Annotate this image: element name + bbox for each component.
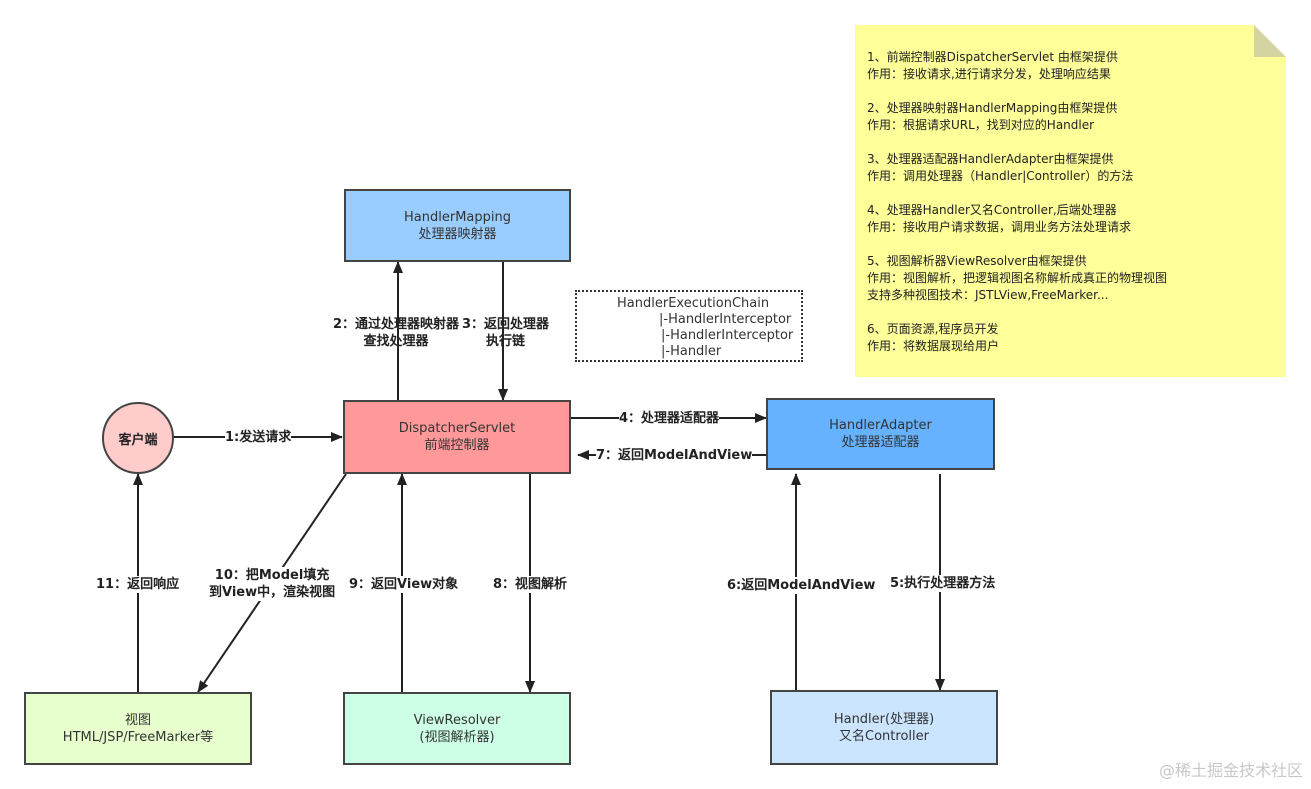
- handler-mapping-node[interactable]: HandlerMapping 处理器映射器: [344, 189, 571, 262]
- handler-adapter-title: HandlerAdapter: [829, 418, 932, 433]
- edge-label-8: 8：视图解析: [493, 576, 568, 593]
- chain-title: HandlerExecutionChain: [617, 296, 770, 311]
- view-resolver-node[interactable]: ViewResolver (视图解析器): [343, 692, 571, 765]
- handler-mapping-subtitle: 处理器映射器: [418, 226, 497, 242]
- edge-label-4: 4：处理器适配器: [619, 410, 720, 427]
- note-fold-corner: [1254, 25, 1286, 57]
- edge-label-5: 5:执行处理器方法: [890, 575, 996, 592]
- legend-line: 作用：调用处理器（Handler|Controller）的方法: [867, 169, 1134, 183]
- edge-label-2-line1: 2：通过处理器映射器: [333, 317, 460, 332]
- chain-item: |-HandlerInterceptor: [661, 328, 794, 343]
- view-subtitle: HTML/JSP/FreeMarker等: [62, 729, 214, 745]
- view-node[interactable]: 视图 HTML/JSP/FreeMarker等: [24, 692, 252, 765]
- edge-label-3-line1: 3：返回处理器: [462, 317, 550, 332]
- view-title: 视图: [124, 712, 151, 728]
- dispatcher-servlet-title: DispatcherServlet: [398, 421, 516, 436]
- view-resolver-title: ViewResolver: [413, 712, 501, 728]
- legend-line: 1、前端控制器DispatcherServlet 由框架提供: [867, 50, 1118, 64]
- watermark: @稀土掘金技术社区: [1158, 761, 1303, 780]
- handler-node[interactable]: Handler(处理器) 又名Controller: [770, 690, 998, 765]
- legend-line: 5、视图解析器ViewResolver由框架提供: [867, 254, 1087, 268]
- legend-note: 1、前端控制器DispatcherServlet 由框架提供作用：接收请求,进行…: [855, 25, 1286, 377]
- handler-adapter-subtitle: 处理器适配器: [841, 435, 920, 450]
- edge-label-2: 2：通过处理器映射器 查找处理器: [333, 316, 459, 350]
- legend-line: 作用：视图解析，把逻辑视图名称解析成真正的物理视图: [867, 271, 1168, 285]
- legend-line: 支持多种视图技术：JSTLView,FreeMarker...: [867, 288, 1109, 302]
- edge-label-6: 6:返回ModelAndView: [727, 577, 876, 594]
- legend-line: 作用：根据请求URL，找到对应的Handler: [867, 118, 1095, 132]
- legend-line: 2、处理器映射器HandlerMapping由框架提供: [867, 101, 1118, 115]
- edge-label-3-line2: 执行链: [486, 334, 526, 349]
- legend-line: [867, 134, 1274, 151]
- legend-line: [867, 304, 1274, 321]
- edge-label-3: 3：返回处理器 执行链: [462, 316, 549, 350]
- edge-label-9: 9：返回View对象: [349, 576, 459, 593]
- edge-label-10-line2: 到View中，渲染视图: [209, 585, 336, 600]
- handler-execution-chain-box: HandlerExecutionChain |-HandlerIntercept…: [575, 290, 803, 362]
- legend-line: 作用：接收用户请求数据，调用业务方法处理请求: [867, 220, 1132, 234]
- handler-title: Handler(处理器): [833, 711, 935, 727]
- dispatcher-servlet-node[interactable]: DispatcherServlet 前端控制器: [343, 400, 571, 474]
- view-resolver-subtitle: (视图解析器): [419, 729, 495, 745]
- legend-line: [867, 185, 1274, 202]
- edge-label-1: 1:发送请求: [225, 429, 292, 446]
- handler-mapping-title: HandlerMapping: [404, 209, 511, 225]
- client-label: 客户端: [118, 432, 158, 448]
- legend-line: [867, 236, 1274, 253]
- edge-label-11: 11：返回响应: [96, 576, 180, 593]
- legend-line: 4、处理器Handler又名Controller,后端处理器: [867, 203, 1117, 217]
- chain-item: |-Handler: [661, 344, 722, 359]
- legend-line: 作用：接收请求,进行请求分发，处理响应结果: [867, 67, 1111, 81]
- handler-adapter-node[interactable]: HandlerAdapter 处理器适配器: [766, 398, 995, 470]
- legend-line: 3、处理器适配器HandlerAdapter由框架提供: [867, 152, 1114, 166]
- edge-label-2-line2: 查找处理器: [363, 334, 429, 349]
- dispatcher-servlet-subtitle: 前端控制器: [424, 438, 490, 453]
- legend-line: 6、页面资源,程序员开发: [867, 322, 999, 336]
- edge-label-10-line1: 10：把Model填充: [214, 568, 330, 583]
- legend-line: 作用：将数据展现给用户: [867, 339, 1000, 353]
- edge-label-10: 10：把Model填充 到View中，渲染视图: [209, 567, 336, 601]
- handler-subtitle: 又名Controller: [839, 728, 929, 744]
- legend-line: [867, 83, 1274, 100]
- edge-label-7: 7：返回ModelAndView: [596, 447, 753, 464]
- client-node[interactable]: 客户端: [102, 402, 174, 474]
- chain-item: |-HandlerInterceptor: [659, 312, 792, 327]
- legend-lines: 1、前端控制器DispatcherServlet 由框架提供作用：接收请求,进行…: [867, 49, 1274, 355]
